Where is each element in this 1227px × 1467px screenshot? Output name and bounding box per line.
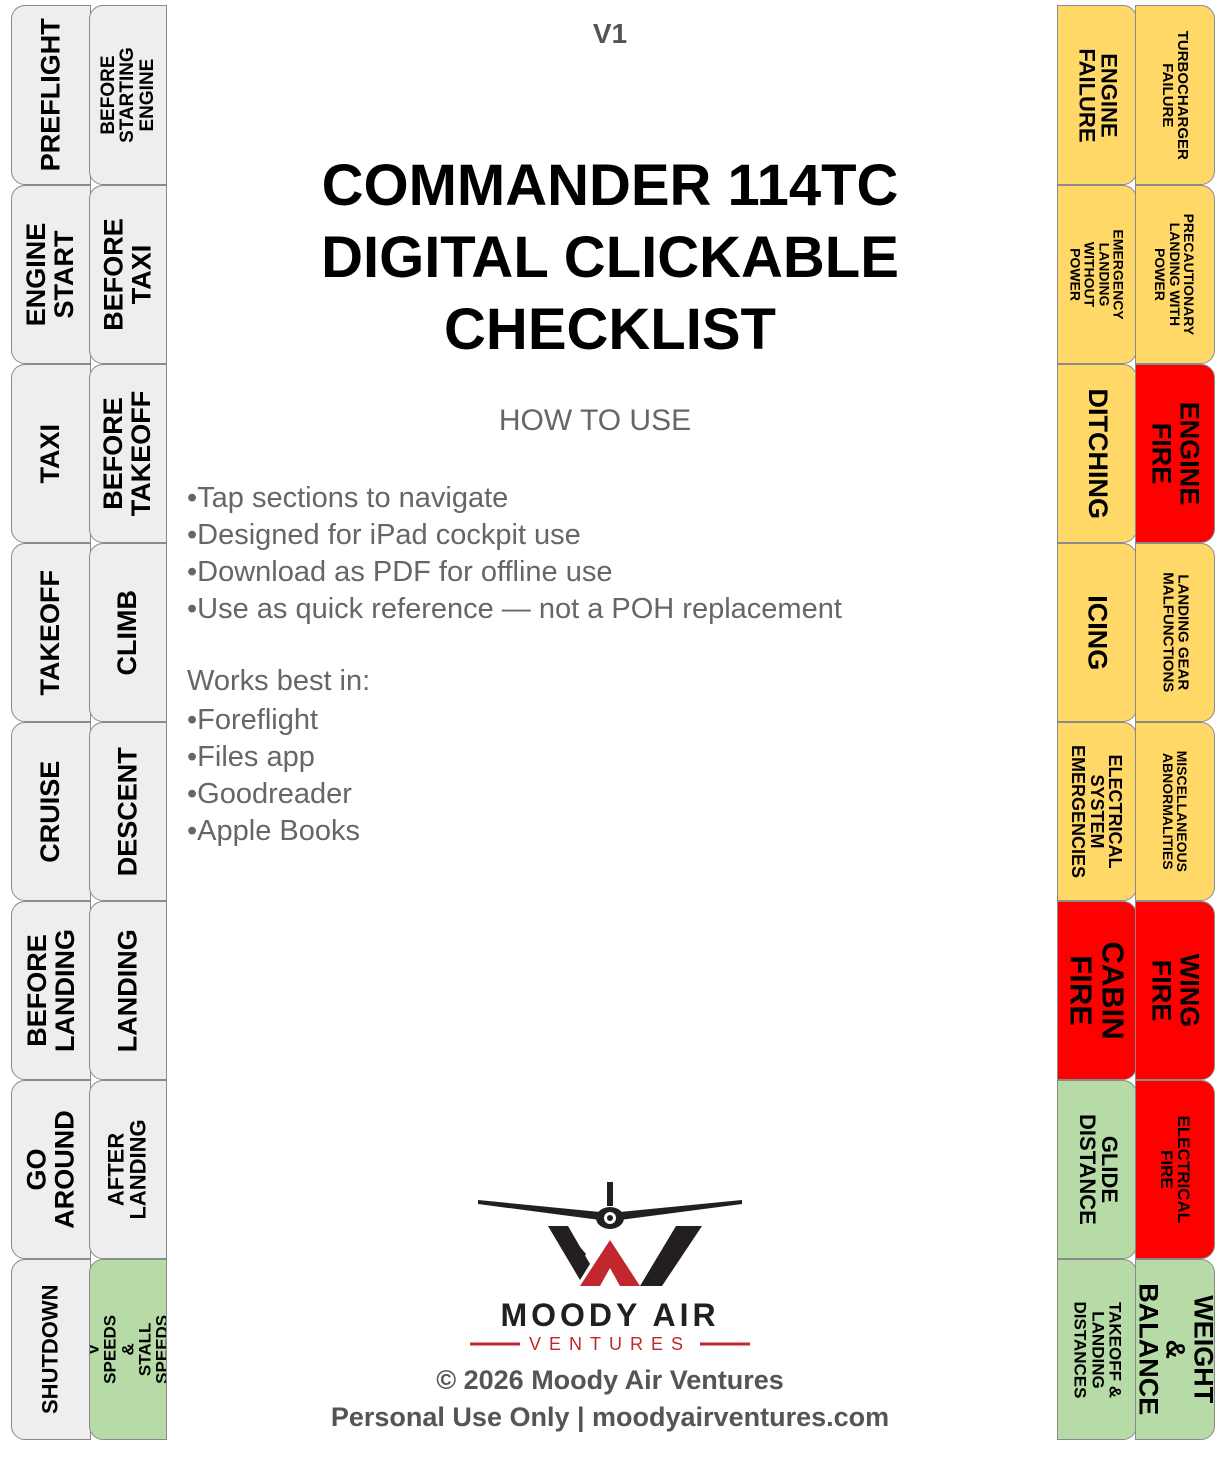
personal-use-text[interactable]: Personal Use Only | moodyairventures.com	[330, 1402, 890, 1432]
list-item: Use as quick reference — not a POH repla…	[187, 591, 842, 628]
tab-preflight[interactable]: PREFLIGHT	[11, 5, 91, 185]
tab-label: CABIN FIRE	[1064, 941, 1131, 1040]
tab-label: ENGINE START	[21, 222, 79, 327]
tab-takeoff-landing-distances[interactable]: TAKEOFF & LANDING DISTANCES	[1057, 1259, 1137, 1440]
tab-label: GLIDE DISTANCE	[1074, 1114, 1122, 1225]
tab-engine-start[interactable]: ENGINE START	[11, 185, 91, 364]
list-item: Foreflight	[187, 702, 360, 739]
tab-cabin-fire[interactable]: CABIN FIRE	[1057, 901, 1137, 1080]
tab-label: EMERGENCY LANDING WITHOUT POWER	[1067, 229, 1127, 320]
tab-label: CLIMB	[112, 589, 143, 676]
tab-label: TURBOCHARGER FAILURE	[1159, 30, 1192, 160]
tab-taxi[interactable]: TAXI	[11, 364, 91, 543]
tab-precautionary-landing[interactable]: PRECAUTIONARY LANDING WITH POWER	[1135, 185, 1215, 364]
how-to-use-list: Tap sections to navigate Designed for iP…	[187, 480, 842, 628]
title-line: DIGITAL CLICKABLE	[321, 225, 899, 290]
tab-label: CRUISE	[35, 760, 66, 863]
list-item: Designed for iPad cockpit use	[187, 517, 842, 554]
tab-shutdown[interactable]: SHUTDOWN	[11, 1259, 91, 1440]
tab-before-starting-engine[interactable]: BEFORE STARTING ENGINE	[89, 5, 167, 185]
tab-turbocharger-failure[interactable]: TURBOCHARGER FAILURE	[1135, 5, 1215, 185]
tab-label: SHUTDOWN	[37, 1284, 63, 1415]
tab-label: PREFLIGHT	[35, 18, 66, 172]
tab-label: AFTER LANDING	[103, 1119, 151, 1220]
tab-label: ELECTRICAL FIRE	[1157, 1115, 1194, 1224]
copyright-text: © 2026 Moody Air Ventures	[436, 1365, 784, 1395]
tab-label: GO AROUND	[21, 1110, 79, 1229]
tab-climb[interactable]: CLIMB	[89, 543, 167, 722]
tab-label: DESCENT	[112, 746, 143, 877]
tab-electrical-emergencies[interactable]: ELECTRICAL SYSTEM EMERGENCIES	[1057, 722, 1137, 901]
tab-descent[interactable]: DESCENT	[89, 722, 167, 901]
how-to-use-heading: HOW TO USE	[498, 404, 692, 437]
tab-before-landing[interactable]: BEFORE LANDING	[11, 901, 91, 1080]
tab-label: BEFORE LANDING	[21, 929, 79, 1052]
tab-label: PRECAUTIONARY LANDING WITH POWER	[1152, 213, 1198, 336]
tab-icing[interactable]: ICING	[1057, 543, 1137, 722]
tab-before-takeoff[interactable]: BEFORE TAKEOFF	[89, 364, 167, 543]
tab-weight-balance[interactable]: WEIGHT & BALANCE	[1135, 1259, 1215, 1440]
tab-label: V SPEEDS & STALL SPEEDS	[90, 1315, 167, 1384]
tab-cruise[interactable]: CRUISE	[11, 722, 91, 901]
tab-label: ICING	[1082, 594, 1113, 671]
tab-electrical-fire[interactable]: ELECTRICAL FIRE	[1135, 1080, 1215, 1259]
title-line: COMMANDER 114TC	[321, 153, 899, 218]
tab-before-taxi[interactable]: BEFORE TAXI	[89, 185, 167, 364]
tab-after-landing[interactable]: AFTER LANDING	[89, 1080, 167, 1259]
tab-landing[interactable]: LANDING	[89, 901, 167, 1080]
tab-wing-fire[interactable]: WING FIRE	[1135, 901, 1215, 1080]
tab-takeoff[interactable]: TAKEOFF	[11, 543, 91, 722]
tab-emergency-landing[interactable]: EMERGENCY LANDING WITHOUT POWER	[1057, 185, 1137, 364]
tab-label: WEIGHT & BALANCE	[1135, 1283, 1215, 1416]
tab-label: LANDING GEAR MALFUNCTIONS	[1159, 572, 1192, 693]
tab-label: BEFORE TAKEOFF	[98, 390, 157, 517]
logo-subtext: VENTURES	[529, 1334, 691, 1354]
tab-label: BEFORE STARTING ENGINE	[97, 47, 158, 143]
tab-label: DITCHING	[1082, 388, 1113, 519]
tab-label: TAKEOFF	[35, 569, 66, 696]
page-title: COMMANDER 114TC DIGITAL CLICKABLE CHECKL…	[230, 150, 990, 366]
tab-label: MISCELLANEOUS ABNORMALITIES	[1160, 750, 1191, 873]
tab-glide-distance[interactable]: GLIDE DISTANCE	[1057, 1080, 1137, 1259]
tab-label: BEFORE TAXI	[98, 218, 157, 331]
works-best-heading: Works best in:	[187, 665, 371, 697]
tab-miscellaneous-abnormalities[interactable]: MISCELLANEOUS ABNORMALITIES	[1135, 722, 1215, 901]
tab-label: ELECTRICAL SYSTEM EMERGENCIES	[1068, 744, 1126, 879]
list-item: Files app	[187, 739, 360, 776]
tab-label: TAXI	[35, 423, 66, 484]
title-line: CHECKLIST	[444, 297, 776, 362]
tab-engine-failure[interactable]: ENGINE FAILURE	[1057, 5, 1137, 185]
list-item: Tap sections to navigate	[187, 480, 842, 517]
tab-label: LANDING	[112, 929, 143, 1052]
list-item: Apple Books	[187, 813, 360, 850]
moody-air-ventures-logo: MOODY AIR VENTURES	[440, 1168, 780, 1363]
version-label: V1	[592, 18, 628, 49]
list-item: Download as PDF for offline use	[187, 554, 842, 591]
tab-label: WING FIRE	[1147, 953, 1205, 1028]
tab-label: ENGINE FIRE	[1147, 401, 1205, 506]
tab-landing-gear-malfunctions[interactable]: LANDING GEAR MALFUNCTIONS	[1135, 543, 1215, 722]
tab-ditching[interactable]: DITCHING	[1057, 364, 1137, 543]
tab-go-around[interactable]: GO AROUND	[11, 1080, 91, 1259]
works-best-list: Foreflight Files app Goodreader Apple Bo…	[187, 702, 360, 850]
tab-v-speeds[interactable]: V SPEEDS & STALL SPEEDS	[89, 1259, 167, 1440]
airplane-logo-icon: MOODY AIR VENTURES	[470, 1182, 750, 1354]
list-item: Goodreader	[187, 776, 360, 813]
tab-label: TAKEOFF & LANDING DISTANCES	[1070, 1301, 1124, 1398]
logo-text: MOODY AIR	[500, 1297, 719, 1333]
tab-engine-fire[interactable]: ENGINE FIRE	[1135, 364, 1215, 543]
tab-label: ENGINE FAILURE	[1074, 47, 1122, 143]
